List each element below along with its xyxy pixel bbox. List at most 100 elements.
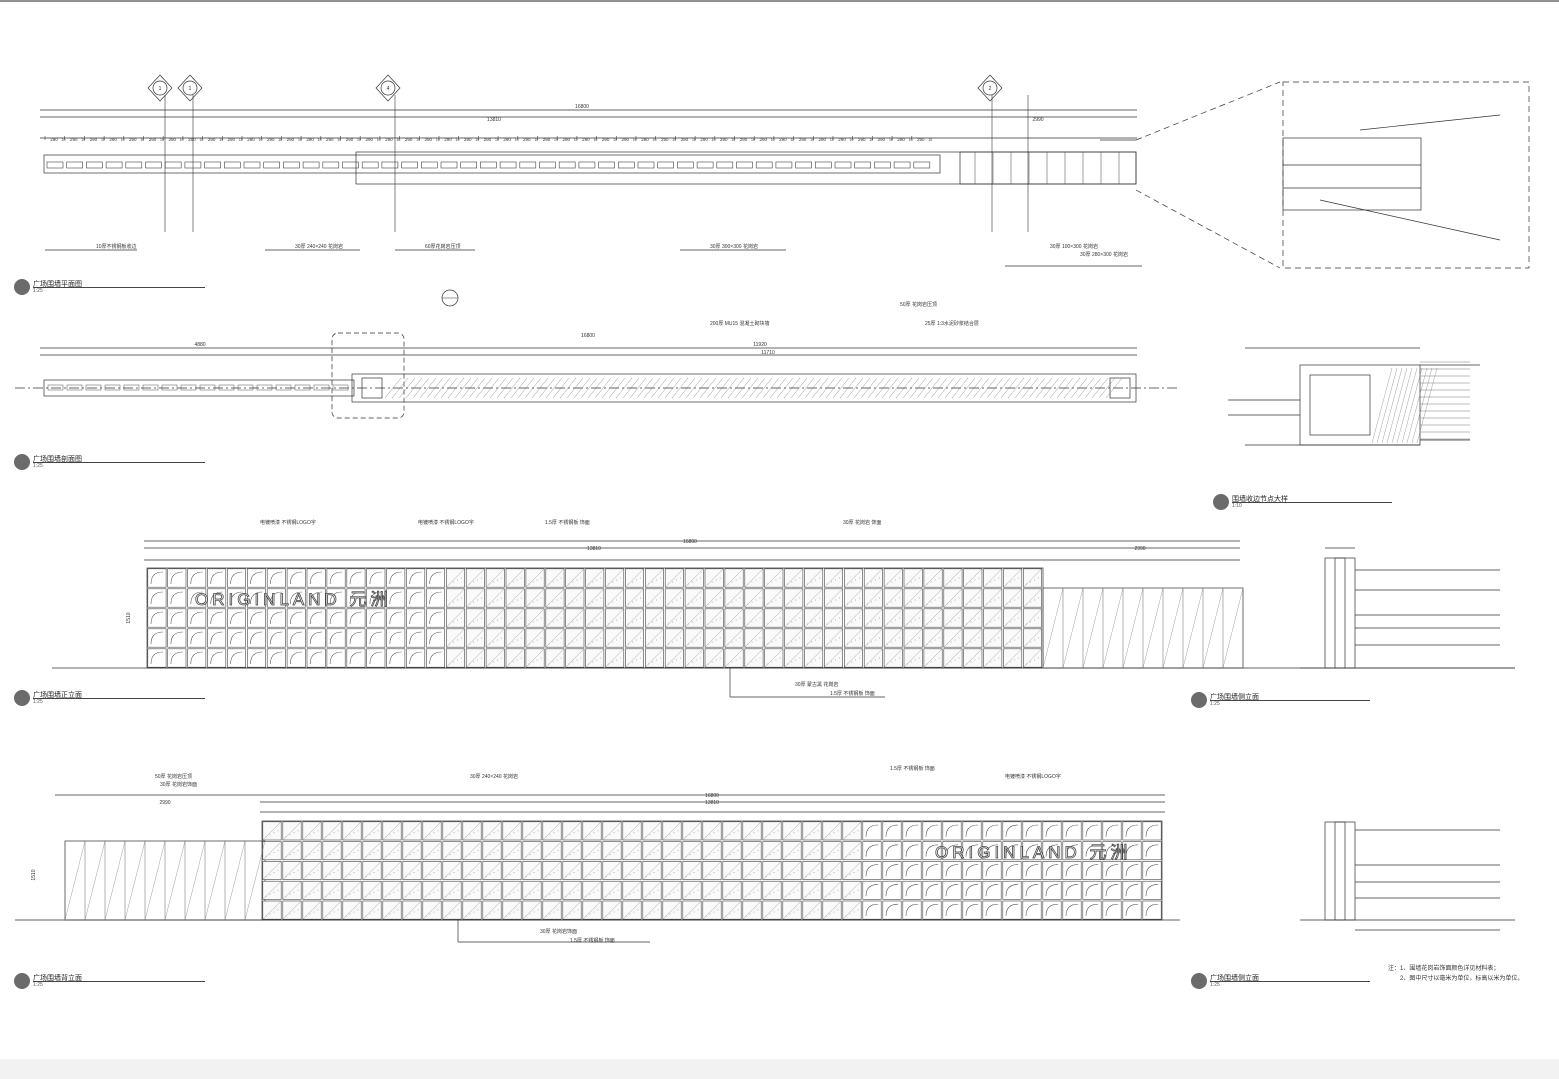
tile-stipple (449, 583, 450, 585)
tile-stipple (857, 830, 859, 832)
tile-stipple (859, 617, 860, 619)
tile-ornament (885, 903, 899, 917)
tile-ornament (270, 611, 283, 625)
section-hatch-line (671, 377, 689, 399)
tile-stipple (497, 869, 499, 871)
tile-stipple (775, 659, 777, 661)
tile-stipple (528, 623, 530, 625)
plan-dim-label: 290 (90, 137, 98, 142)
tile-stipple (285, 856, 287, 858)
tile-stipple (477, 830, 479, 832)
tile-stipple (713, 891, 715, 893)
tile-stipple (667, 583, 669, 585)
tile-ornament (290, 571, 303, 585)
tile-stipple (807, 623, 809, 625)
plan-dim-label: 10 (81, 138, 85, 142)
tile-stipple (693, 891, 695, 893)
tile-stipple (485, 895, 487, 897)
tile-stipple (577, 889, 579, 891)
tile-stipple (597, 909, 599, 911)
tile-stipple (588, 623, 590, 625)
tile-ornament (429, 651, 442, 665)
tile-stipple (433, 911, 435, 913)
tile-stipple (974, 579, 976, 581)
tile-stipple (767, 623, 769, 625)
tile-stipple (533, 871, 535, 873)
tile-stipple (317, 889, 319, 891)
plan-dim-label: 290 (109, 137, 117, 142)
tile-stipple (585, 836, 587, 838)
tile-stipple (950, 641, 952, 643)
tile-stipple (950, 621, 952, 623)
tile-ornament (309, 591, 323, 605)
tile-stipple (669, 893, 671, 895)
tile-stipple (938, 637, 940, 639)
tile-stipple (608, 643, 610, 645)
tile-stipple (779, 637, 781, 639)
tile-stipple (480, 597, 482, 599)
tile-stipple (799, 637, 801, 639)
back-elevation-panels (64, 821, 1162, 921)
section-hatch-line (951, 377, 969, 399)
plan-dim-label: 290 (168, 137, 176, 142)
tile-stipple (473, 911, 475, 913)
tile-stipple (325, 895, 327, 897)
tile-stipple (449, 913, 451, 915)
end-block-hatch (64, 840, 86, 921)
tile-stipple (693, 911, 695, 913)
tile-stipple (815, 619, 817, 621)
section-hatch-line (916, 377, 934, 399)
tile-stipple (689, 854, 691, 856)
tile-stipple (855, 639, 856, 641)
tile-stipple (461, 617, 462, 619)
tile-stipple (1006, 583, 1008, 585)
tile-stipple (473, 891, 475, 893)
tile-stipple (357, 889, 359, 891)
tile-stipple (713, 832, 715, 834)
back-elevation-labels: 16800 13810 2990 1510 50厚 花岗岩压顶 30厚 花岗岩饰… (31, 765, 1061, 944)
plan-dim-label: 290 (425, 137, 433, 142)
tile-stipple (970, 661, 972, 663)
tile-stipple (333, 911, 335, 913)
plan-dim-label: 10 (810, 138, 814, 142)
tile-stipple (813, 852, 815, 854)
tile-stipple (492, 641, 494, 643)
tile-stipple (520, 577, 522, 579)
tile-stipple (849, 893, 851, 895)
tile-stipple (890, 601, 892, 603)
section-hatch-line (783, 377, 801, 399)
tile-stipple (675, 579, 677, 581)
tile-stipple (656, 599, 657, 601)
section-hatch-line (825, 377, 843, 399)
plan-module (224, 161, 241, 169)
tile-ornament (945, 824, 959, 837)
detail-hatch-line (1416, 367, 1438, 444)
section-hatch-line (1098, 377, 1116, 399)
plan-dim-label: 10 (771, 138, 775, 142)
tile-stipple (537, 889, 539, 891)
tile-stipple (269, 834, 271, 836)
tile-stipple (645, 895, 647, 897)
tile-stipple (757, 850, 759, 852)
section-hatch-line (1028, 377, 1046, 399)
tile-stipple (707, 583, 709, 585)
tile-stipple (990, 621, 992, 623)
section-hatch-line (727, 377, 745, 399)
tile-ornament (409, 571, 422, 585)
tile-ornament (429, 591, 442, 605)
tile-stipple (293, 871, 295, 873)
tile-ornament (429, 631, 442, 645)
elevation-tile (167, 628, 187, 648)
section-hatch (47, 377, 1123, 399)
elevation-tile (1102, 861, 1122, 880)
tile-stipple (1010, 661, 1012, 663)
tile-stipple (667, 623, 669, 625)
section-dim-right: 11920 (753, 342, 767, 348)
tile-stipple (437, 830, 439, 832)
tile-stipple (799, 657, 801, 659)
tile-stipple (277, 869, 279, 871)
tile-stipple (669, 873, 671, 875)
plan-dim-label: 10 (396, 138, 400, 142)
tile-ornament (885, 844, 899, 857)
tile-stipple (377, 830, 379, 832)
